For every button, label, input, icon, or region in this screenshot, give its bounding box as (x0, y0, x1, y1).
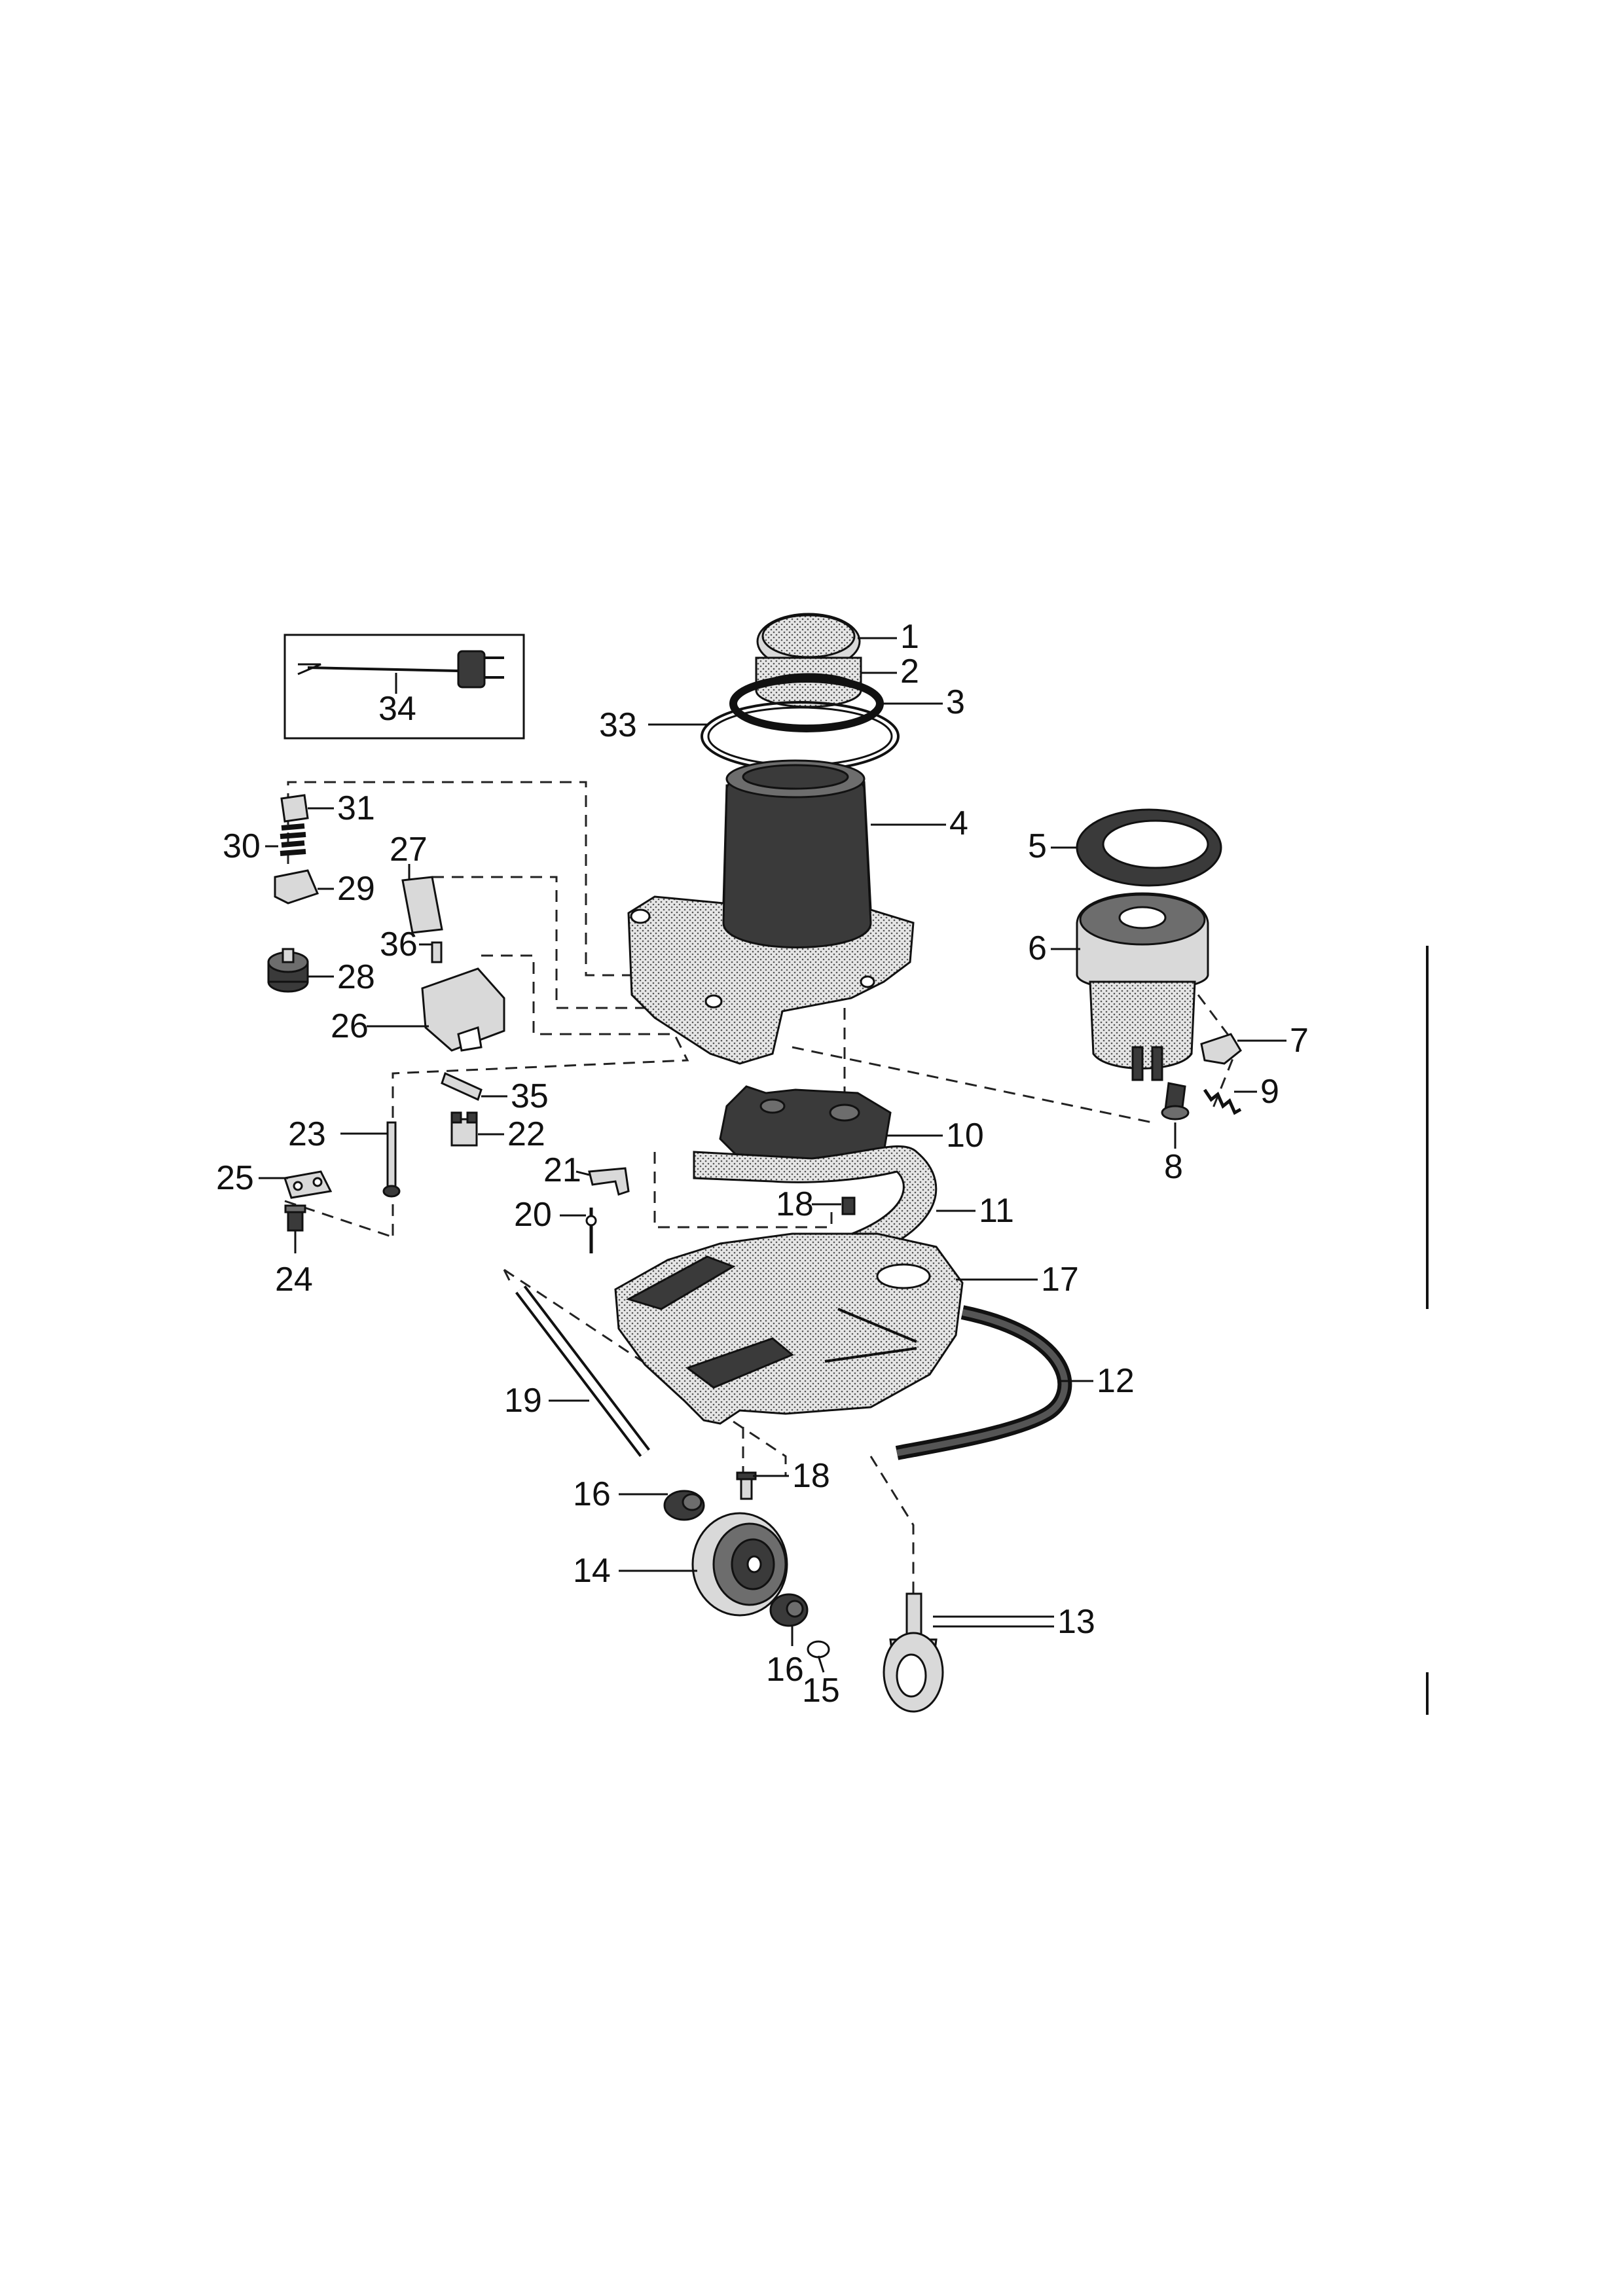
callout-33: 33 (599, 706, 637, 744)
callout-36: 36 (380, 925, 418, 963)
motor-part (1076, 892, 1209, 1081)
callout-20: 20 (514, 1196, 552, 1234)
knob-part (267, 948, 309, 993)
callout-24: 24 (275, 1261, 313, 1299)
lever-part (283, 1170, 333, 1199)
clip-21-part (588, 1167, 630, 1196)
switch-housing-part (421, 967, 505, 1052)
callout-29: 29 (337, 870, 375, 908)
cap-part (280, 794, 309, 823)
callout-18-lower: 18 (792, 1457, 830, 1495)
brush-spring-part (1161, 1082, 1190, 1121)
bracket-part (274, 869, 319, 905)
caster-part (883, 1592, 944, 1713)
callout-13: 13 (1057, 1603, 1095, 1641)
callout-14: 14 (573, 1552, 611, 1590)
callout-16-lower: 16 (766, 1651, 804, 1689)
callout-17: 17 (1041, 1261, 1079, 1299)
callout-15: 15 (802, 1672, 840, 1710)
pin-23-part (382, 1121, 401, 1198)
wheel-part (691, 1512, 788, 1617)
circuit-board-part (401, 876, 443, 934)
screw-24-part (284, 1204, 306, 1232)
callout-8: 8 (1164, 1148, 1183, 1186)
cap-15-part (807, 1640, 830, 1659)
motor-ring-part (1076, 808, 1222, 887)
callout-21: 21 (543, 1151, 581, 1189)
bushing-16-lower-part (769, 1593, 809, 1627)
callout-16-upper: 16 (573, 1475, 611, 1513)
screw-18-lower-part (736, 1471, 757, 1500)
callout-11: 11 (979, 1192, 1014, 1230)
callout-10: 10 (946, 1117, 984, 1155)
pin-20-part (585, 1208, 597, 1253)
cable-inset-box (283, 634, 525, 740)
bumper-strip-part (895, 1305, 1072, 1460)
callout-2: 2 (900, 653, 919, 691)
spring-part (1203, 1088, 1242, 1115)
callout-25: 25 (216, 1159, 254, 1197)
clip-part (1200, 1033, 1242, 1065)
callout-18-upper: 18 (776, 1185, 814, 1223)
callout-12: 12 (1097, 1362, 1135, 1400)
rod-part (515, 1285, 650, 1458)
callout-1: 1 (900, 618, 919, 656)
callout-34: 34 (378, 690, 416, 728)
callout-31: 31 (337, 789, 375, 827)
callout-9: 9 (1260, 1073, 1279, 1111)
cover-plate-part (719, 1085, 892, 1173)
filter-disc-part (756, 613, 861, 670)
connector-part (450, 1111, 478, 1147)
bushing-16-upper-part (663, 1490, 705, 1521)
screw-36-part (431, 941, 443, 963)
contact-strip-part (441, 1071, 483, 1102)
callout-26: 26 (331, 1007, 369, 1045)
leader-lines (259, 637, 1286, 1673)
callout-22: 22 (507, 1115, 545, 1153)
callout-labels: 1 2 3 4 5 6 7 8 9 10 11 12 13 14 15 16 1… (216, 618, 1309, 1710)
callout-6: 6 (1028, 929, 1047, 967)
main-housing-part (627, 759, 915, 1065)
callout-3: 3 (946, 683, 965, 721)
screw-18-upper-part (841, 1196, 856, 1215)
callout-23: 23 (288, 1115, 326, 1153)
base-plate-part (614, 1232, 964, 1425)
callout-19: 19 (504, 1382, 542, 1420)
callout-30: 30 (223, 827, 261, 865)
coil-spring-part (280, 823, 306, 856)
callout-35: 35 (511, 1077, 549, 1115)
callout-5: 5 (1028, 827, 1047, 865)
callout-27: 27 (390, 831, 428, 869)
callout-7: 7 (1290, 1022, 1309, 1060)
callout-28: 28 (337, 958, 375, 996)
callout-4: 4 (949, 804, 968, 842)
